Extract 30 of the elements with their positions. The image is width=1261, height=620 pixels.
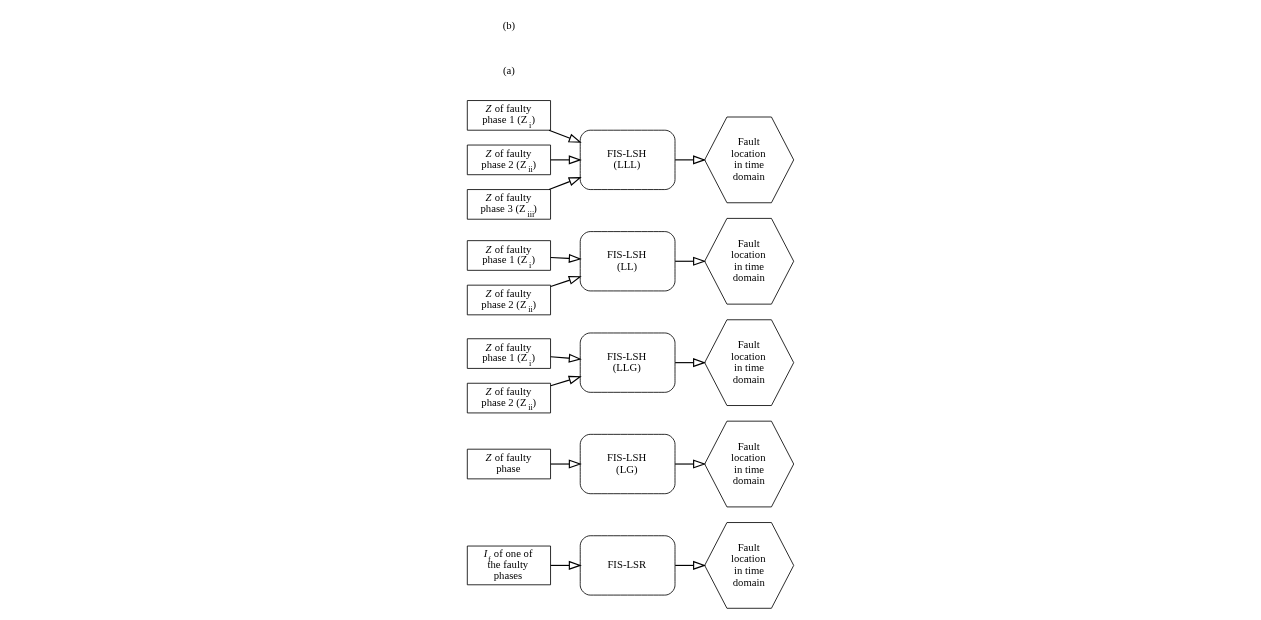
arrow bbox=[674, 358, 707, 368]
node-box: I$_{f}$ of one of the faulty phases bbox=[466, 545, 551, 586]
arrow bbox=[674, 155, 707, 165]
arrow bbox=[550, 375, 582, 387]
label: (b) bbox=[502, 19, 516, 32]
arrow bbox=[550, 275, 582, 288]
arrow bbox=[550, 459, 582, 469]
arrow bbox=[674, 256, 707, 266]
label: (a) bbox=[502, 63, 515, 76]
arrow bbox=[550, 560, 582, 570]
arrow bbox=[674, 459, 707, 469]
node-box: FIS-LSH (LL) bbox=[579, 231, 676, 292]
arrow bbox=[550, 353, 582, 363]
arrow bbox=[548, 177, 582, 190]
arrow bbox=[548, 129, 582, 143]
node-box: FIS-LSH (LLG) bbox=[579, 332, 676, 393]
node-box: Z of faulty phase 1 (Z$_{i}$) bbox=[466, 100, 551, 131]
node-box: FIS-LSR bbox=[579, 535, 676, 596]
arrow bbox=[550, 253, 582, 263]
node-box: Z of faulty phase 3 (Z$_{iii}$) bbox=[466, 189, 551, 220]
node-box: Z of faulty phase 1 (Z$_{i}$) bbox=[466, 338, 551, 369]
node-box: Z of faulty phase bbox=[466, 448, 551, 480]
arrow bbox=[674, 560, 707, 570]
node-box: Z of faulty phase 1 (Z$_{i}$) bbox=[466, 240, 551, 271]
node-box: Z of faulty phase 2 (Z$_{ii}$) bbox=[466, 382, 551, 414]
node-box: Z of faulty phase 2 (Z$_{ii}$) bbox=[466, 144, 551, 176]
node-box: Z of faulty phase 2 (Z$_{ii}$) bbox=[466, 284, 551, 316]
arrow bbox=[550, 155, 582, 165]
node-box: FIS-LSH (LLL) bbox=[579, 129, 676, 190]
node-box: FIS-LSH (LG) bbox=[579, 433, 676, 495]
